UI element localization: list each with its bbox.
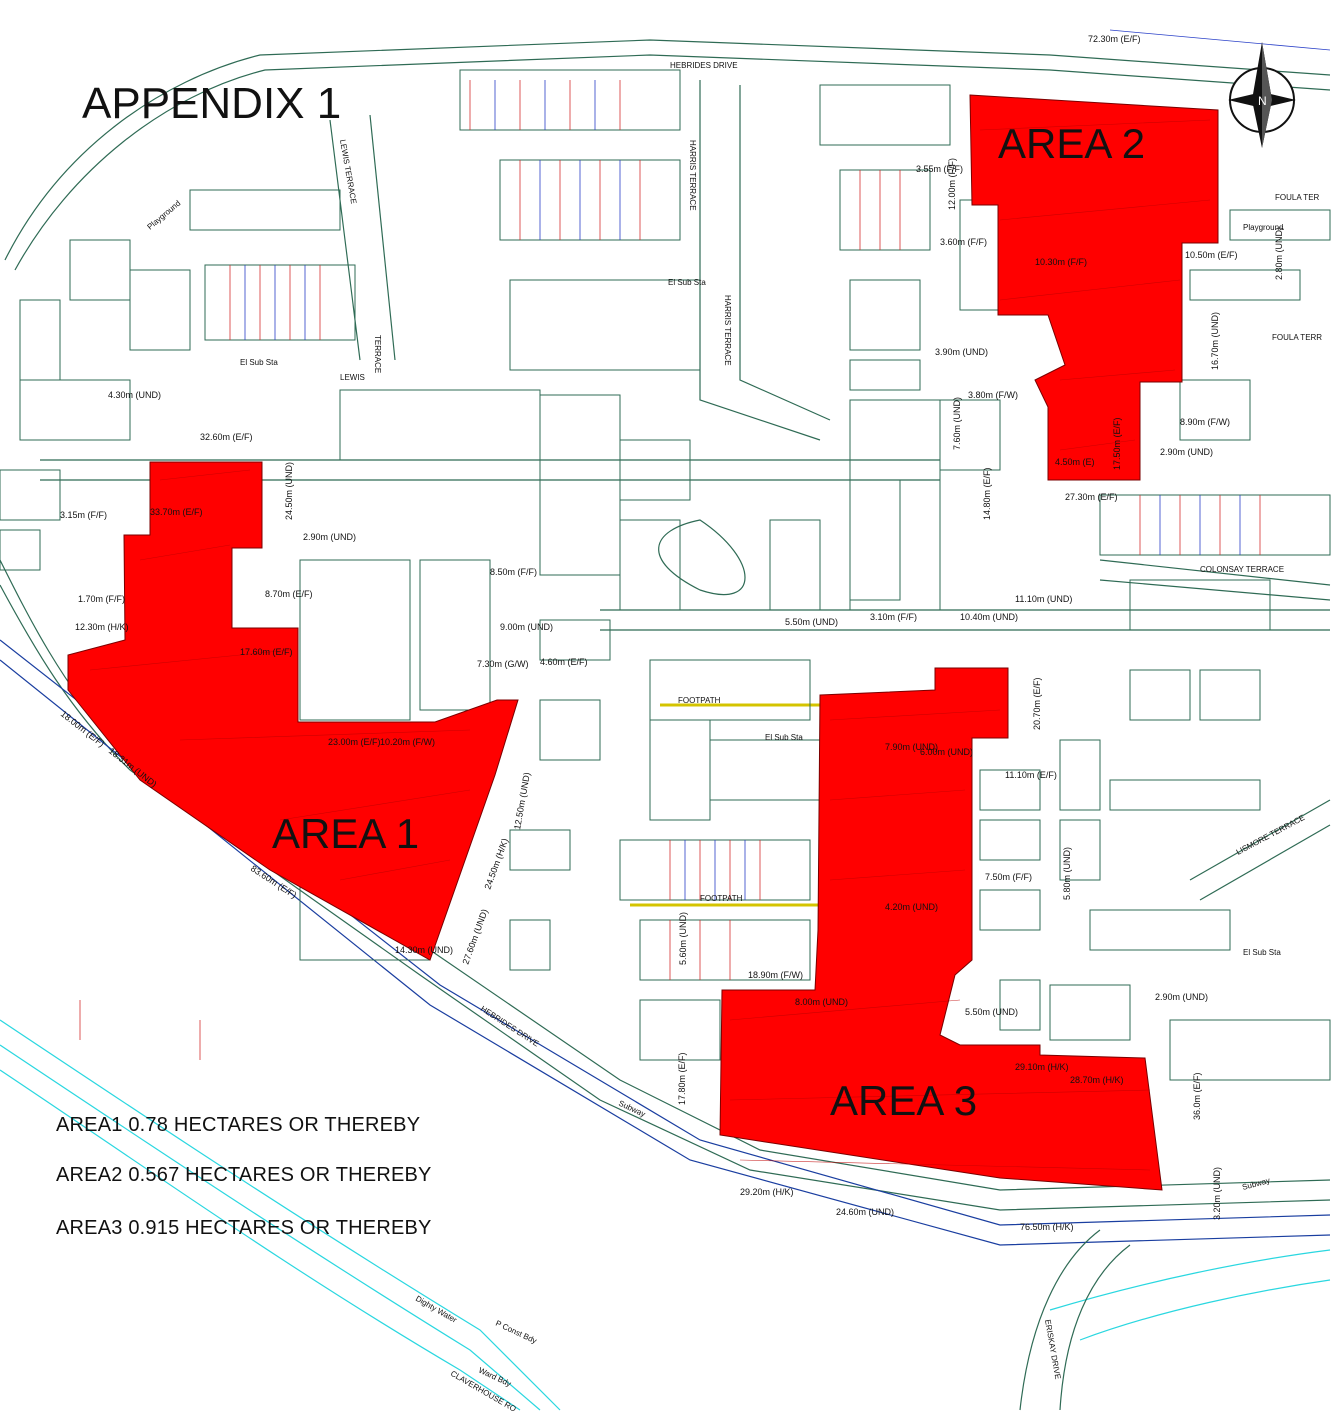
north-arrow-icon: N — [1228, 42, 1296, 148]
legend-item-area2: AREA2 0.567 HECTARES OR THEREBY — [56, 1164, 432, 1186]
dim-label: 24.50m (UND) — [284, 462, 294, 520]
dim-label: 29.20m (H/K) — [740, 1187, 794, 1197]
dim-label: 27.30m (E/F) — [1065, 492, 1118, 502]
dim-label: 36.0m (E/F) — [1192, 1072, 1202, 1120]
dim-label: 5.50m (UND) — [785, 617, 838, 627]
street-label-hebrides-drive: HEBRIDES DRIVE — [670, 61, 738, 70]
dim-label: 6.00m (UND) — [920, 747, 973, 757]
dim-label: 7.50m (F/F) — [985, 872, 1032, 882]
dim-label: 10.50m (E/F) — [1185, 250, 1238, 260]
dim-label: 4.60m (E/F) — [540, 657, 588, 667]
street-label-colonsay-terrace: COLONSAY TERRACE — [1200, 565, 1284, 574]
dim-label: 8.70m (E/F) — [265, 589, 313, 599]
dim-label: 3.10m (F/F) — [870, 612, 917, 622]
dim-label: 4.50m (E) — [1055, 457, 1095, 467]
substation-label: El Sub Sta — [1243, 948, 1281, 957]
dim-label: 2.90m (UND) — [303, 532, 356, 542]
footpath-label: FOOTPATH — [700, 894, 743, 903]
dim-label: 5.60m (UND) — [678, 912, 688, 965]
dim-label: 17.60m (E/F) — [240, 647, 293, 657]
dim-label: 2.80m (UND) — [1274, 227, 1284, 280]
legend-item-area3: AREA3 0.915 HECTARES OR THEREBY — [56, 1217, 432, 1239]
dim-label: 10.30m (F/F) — [1035, 257, 1087, 267]
dim-label: 14.80m (E/F) — [982, 467, 992, 520]
substation-label: El Sub Sta — [668, 278, 706, 287]
svg-text:N: N — [1258, 94, 1267, 108]
dim-label: 9.00m (UND) — [500, 622, 553, 632]
dim-label: 23.00m (E/F) — [328, 737, 381, 747]
substation-label: El Sub Sta — [240, 358, 278, 367]
dim-label: 14.30m (UND) — [395, 945, 453, 955]
dim-label: 2.90m (UND) — [1160, 447, 1213, 457]
dim-label: 28.70m (H/K) — [1070, 1075, 1124, 1085]
legend-item-area1: AREA1 0.78 HECTARES OR THEREBY — [56, 1114, 421, 1136]
dim-label: 7.90m (UND) — [885, 742, 938, 752]
dim-label: 11.10m (UND) — [1015, 594, 1072, 604]
area-2-label: AREA 2 — [998, 120, 1145, 167]
street-label-foula-terrace: FOULA TER — [1275, 193, 1320, 202]
dim-label: 12.00m (F/F) — [947, 158, 957, 210]
street-label-terrace: TERRACE — [373, 335, 382, 373]
dim-label: 33.70m (E/F) — [150, 507, 203, 517]
area-2-polygon[interactable] — [969, 94, 1219, 481]
area-hatching — [89, 119, 1211, 1171]
playground-label: Playground — [1243, 223, 1283, 232]
dim-label: 3.20m (UND) — [1212, 1167, 1222, 1220]
dim-label: 3.80m (F/W) — [968, 390, 1018, 400]
map-title: APPENDIX 1 — [82, 79, 341, 128]
dim-label: 3.60m (F/F) — [940, 237, 987, 247]
area-1-polygon[interactable] — [67, 461, 519, 961]
street-label-foula-terrace: FOULA TERR — [1272, 333, 1322, 342]
dim-label: 11.10m (E/F) — [1005, 770, 1057, 780]
dim-label: 4.30m (UND) — [108, 390, 161, 400]
dim-label: 3.90m (UND) — [935, 347, 988, 357]
dim-label: 3.55m (F/F) — [916, 164, 963, 174]
substation-label: El Sub Sta — [765, 733, 803, 742]
dim-label: 7.30m (G/W) — [477, 659, 529, 669]
dim-label: 5.50m (UND) — [965, 1007, 1018, 1017]
street-label-lewis: LEWIS — [340, 373, 365, 382]
dim-label: 17.80m (E/F) — [677, 1052, 687, 1105]
dim-label: 4.20m (UND) — [885, 902, 938, 912]
area-3-polygon[interactable] — [719, 667, 1163, 1191]
dim-label: 32.60m (E/F) — [200, 432, 253, 442]
dim-label: 2.90m (UND) — [1155, 992, 1208, 1002]
dim-label: 16.70m (UND) — [1210, 312, 1220, 370]
dim-label: 18.90m (F/W) — [748, 970, 803, 980]
dim-label: 72.30m (E/F) — [1088, 34, 1141, 44]
area-1-label: AREA 1 — [272, 810, 419, 857]
dim-label: 7.60m (UND) — [952, 397, 962, 450]
dim-label: 8.90m (F/W) — [1180, 417, 1230, 427]
dim-label: 8.00m (UND) — [795, 997, 848, 1007]
dim-label: 3.15m (F/F) — [60, 510, 107, 520]
dim-label: 1.70m (F/F) — [78, 594, 125, 604]
street-label-harris-terrace: HARRIS TERRACE — [723, 295, 732, 366]
dim-label: 10.20m (F/W) — [380, 737, 435, 747]
dim-label: 20.70m (E/F) — [1032, 677, 1042, 730]
footpath-label: FOOTPATH — [678, 696, 721, 705]
dim-label: 29.10m (H/K) — [1015, 1062, 1069, 1072]
dim-label: 12.30m (H/K) — [75, 622, 129, 632]
street-label-harris-terrace: HARRIS TERRACE — [688, 140, 697, 211]
dim-label: 24.60m (UND) — [836, 1207, 894, 1217]
area-polygons — [67, 94, 1219, 1191]
dim-label: 5.80m (UND) — [1062, 847, 1072, 900]
area-3-label: AREA 3 — [830, 1077, 977, 1124]
dim-label: 17.50m (E/F) — [1112, 417, 1122, 470]
dim-label: 76.50m (H/K) — [1020, 1222, 1074, 1232]
dim-label: 8.50m (F/F) — [490, 567, 537, 577]
dim-label: 10.40m (UND) — [960, 612, 1018, 622]
